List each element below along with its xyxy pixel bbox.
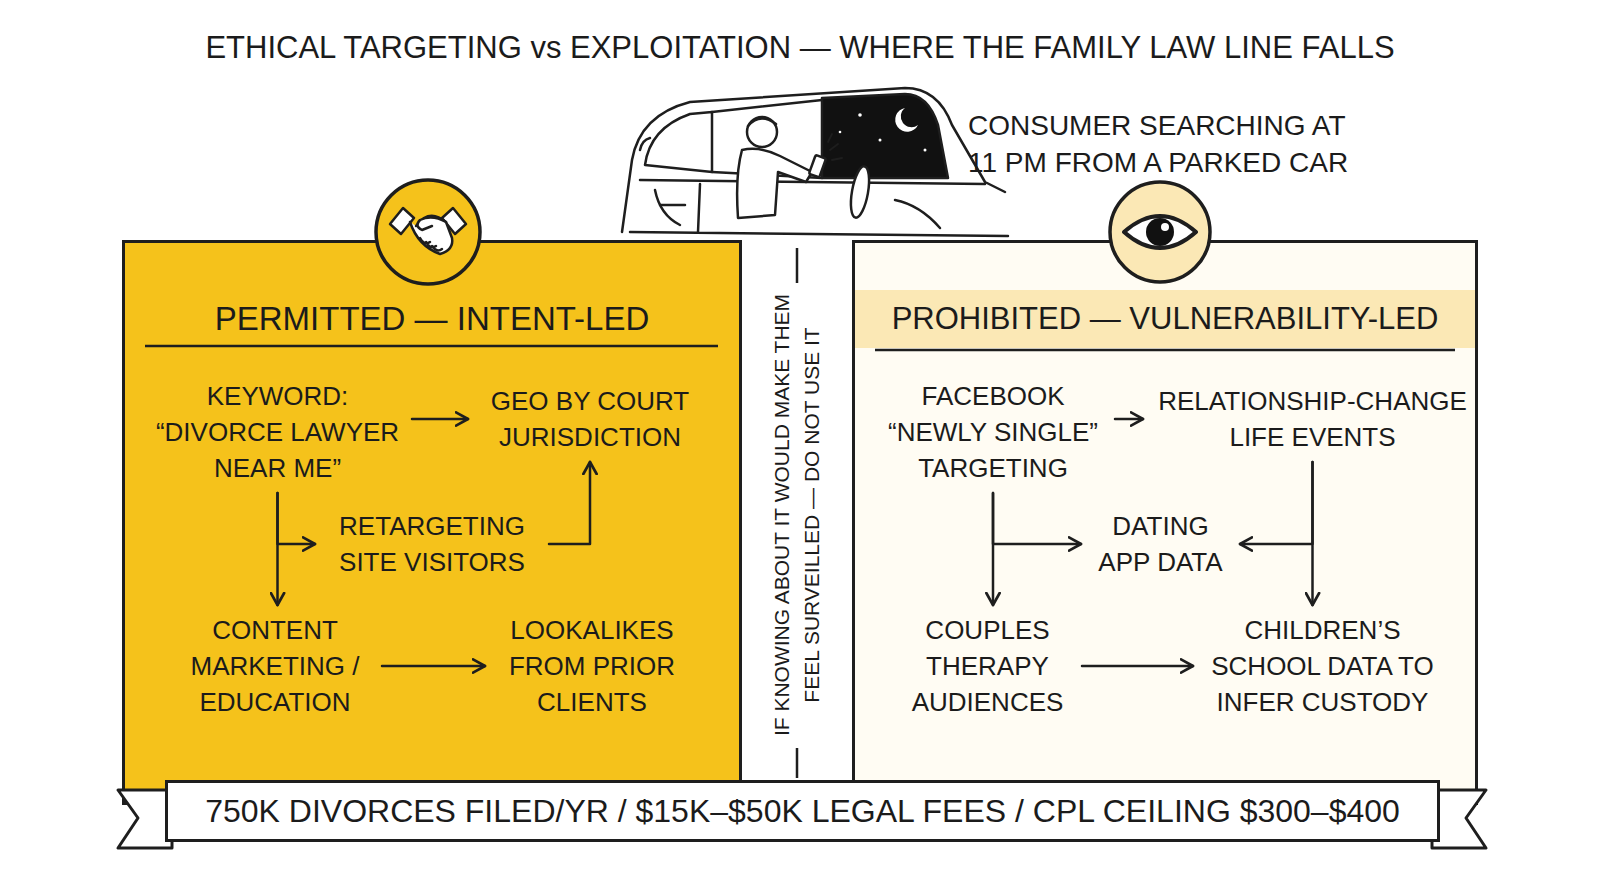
- tactic-node: CONTENT MARKETING / EDUCATION: [175, 612, 375, 720]
- tactic-node: RELATIONSHIP-CHANGE LIFE EVENTS: [1150, 383, 1475, 455]
- panel-heading: PROHIBITED — VULNERABILITY-LED: [855, 290, 1475, 348]
- node-text: RELATIONSHIP-CHANGE LIFE EVENTS: [1150, 383, 1475, 455]
- illustration-caption: CONSUMER SEARCHING AT 11 PM FROM A PARKE…: [968, 107, 1368, 181]
- night-windshield: [822, 94, 948, 178]
- tactic-node: COUPLES THERAPY AUDIENCES: [900, 612, 1075, 720]
- tactic-node: KEYWORD: “DIVORCE LAWYER NEAR ME”: [150, 378, 405, 486]
- moon: [895, 108, 918, 132]
- hand: [417, 217, 446, 230]
- person-head: [747, 117, 777, 147]
- phone: [809, 155, 826, 178]
- diagram-title: ETHICAL TARGETING vs EXPLOITATION — WHER…: [0, 28, 1600, 68]
- star: [839, 131, 842, 134]
- stats-banner: 750K DIVORCES FILED/YR / $15K–$50K LEGAL…: [165, 780, 1440, 842]
- car-body: [622, 88, 1005, 232]
- node-text: GEO BY COURT JURISDICTION: [475, 383, 705, 455]
- node-text: FACEBOOK “NEWLY SINGLE” TARGETING: [878, 378, 1108, 486]
- tactic-node: LOOKALIKES FROM PRIOR CLIENTS: [492, 612, 692, 720]
- divider-rule: IF KNOWING ABOUT IT WOULD MAKE THEM FEEL…: [767, 280, 827, 750]
- eye-highlight: [1161, 223, 1169, 231]
- tactic-node: DATING APP DATA: [1088, 508, 1233, 580]
- sketch-hatching: [640, 138, 680, 225]
- node-text: CONTENT MARKETING / EDUCATION: [175, 612, 375, 720]
- node-text: DATING APP DATA: [1088, 508, 1233, 580]
- prohibited-panel: PROHIBITED — VULNERABILITY-LED FACEBOOK “…: [852, 240, 1478, 805]
- node-text: CHILDREN’S SCHOOL DATA TO INFER CUSTODY: [1200, 612, 1445, 720]
- tactic-node: RETARGETING SITE VISITORS: [322, 508, 542, 580]
- hand-cuff: [390, 208, 414, 234]
- dashboard-line: [895, 200, 940, 228]
- permitted-panel: PERMITTED — INTENT-LED KEYWORD: “DIVORCE …: [122, 240, 742, 805]
- phone-glow: [828, 134, 842, 160]
- person-hair: [748, 118, 776, 126]
- hand-cuff: [442, 208, 466, 234]
- panel-heading: PERMITTED — INTENT-LED: [125, 293, 739, 345]
- star: [858, 113, 862, 117]
- tactic-node: CHILDREN’S SCHOOL DATA TO INFER CUSTODY: [1200, 612, 1445, 720]
- divider-line: [796, 248, 799, 778]
- car-door-lines: [630, 180, 1008, 236]
- node-text: KEYWORD: “DIVORCE LAWYER NEAR ME”: [150, 378, 405, 486]
- side-window: [712, 100, 822, 178]
- star: [924, 149, 927, 152]
- node-text: LOOKALIKES FROM PRIOR CLIENTS: [492, 612, 692, 720]
- node-text: RETARGETING SITE VISITORS: [322, 508, 542, 580]
- banner-text: 750K DIVORCES FILED/YR / $15K–$50K LEGAL…: [168, 783, 1437, 839]
- star: [879, 139, 882, 142]
- steering-wheel: [848, 165, 873, 219]
- tactic-node: FACEBOOK “NEWLY SINGLE” TARGETING: [878, 378, 1108, 486]
- node-text: COUPLES THERAPY AUDIENCES: [900, 612, 1075, 720]
- car-illustration: [622, 88, 1008, 236]
- tactic-node: GEO BY COURT JURISDICTION: [475, 383, 705, 455]
- rear-window: [645, 112, 712, 172]
- person-body: [737, 149, 812, 218]
